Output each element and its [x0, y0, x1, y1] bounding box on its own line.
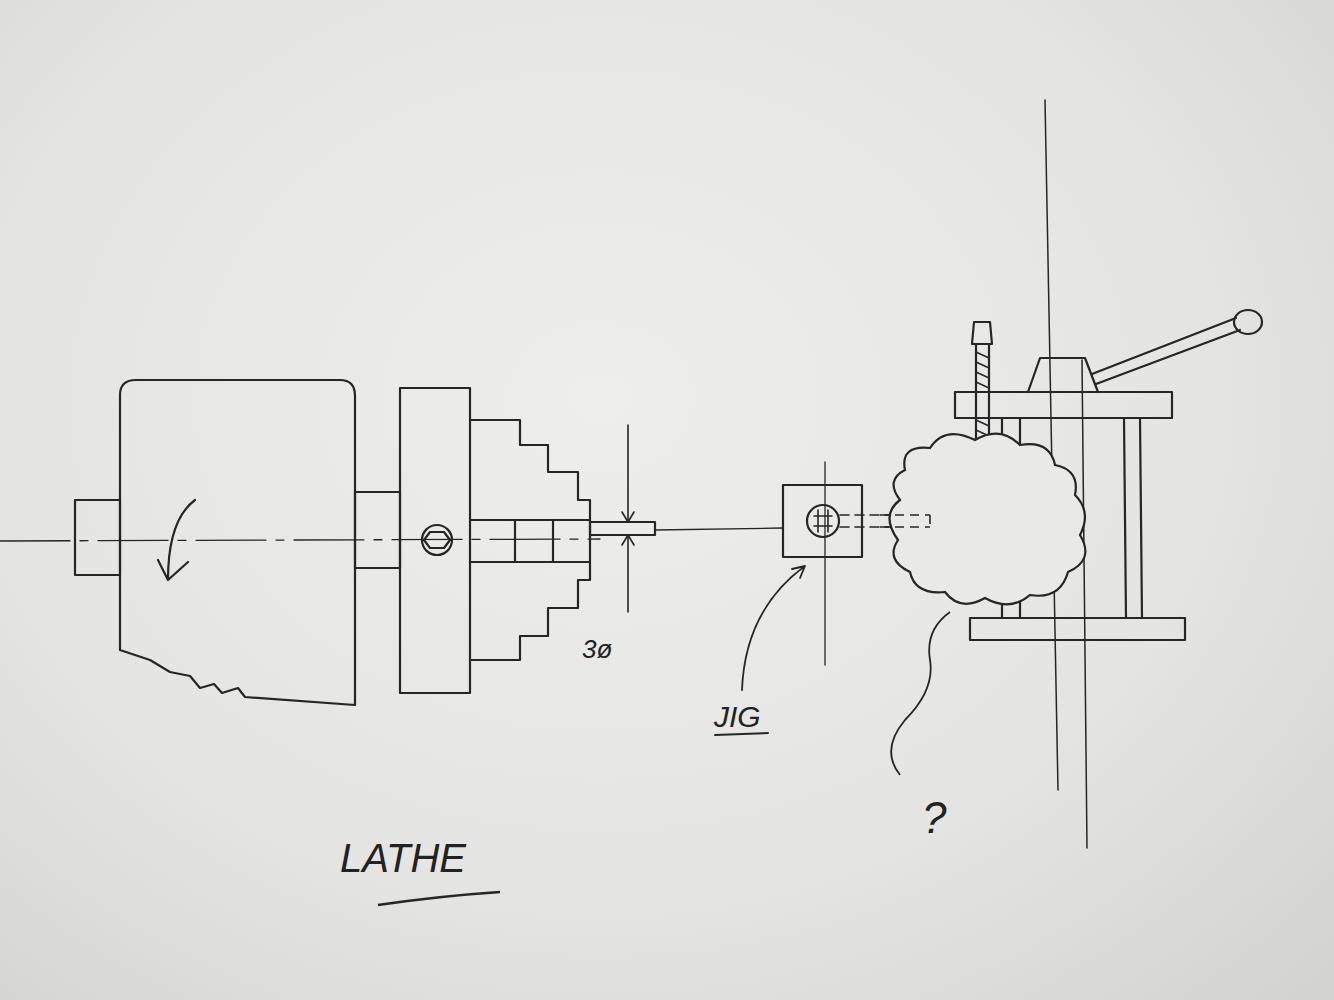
workpiece-holder — [470, 520, 590, 562]
dimension-label: 3ø — [582, 636, 612, 662]
rod — [590, 522, 655, 535]
chuck-body — [400, 388, 470, 693]
centre-line — [0, 539, 600, 541]
chuck-jaws — [470, 420, 590, 660]
jig-block — [783, 485, 862, 557]
underline — [715, 733, 768, 735]
handle-knob — [1234, 310, 1262, 334]
underline — [378, 892, 500, 905]
jig-screw — [814, 510, 832, 532]
part-label: JIG — [714, 702, 761, 732]
dimension-line — [627, 425, 629, 612]
title-label: LATHE — [340, 838, 466, 878]
unknown-part-cloud — [889, 434, 1085, 605]
leader-line — [891, 612, 950, 775]
handle-boss — [1028, 358, 1098, 392]
spindle-end — [75, 500, 120, 575]
headstock — [120, 380, 355, 705]
chuck-key-socket — [422, 525, 452, 555]
rotation-arrow — [158, 500, 195, 580]
hex-socket — [424, 532, 450, 548]
dimension-arrows — [622, 512, 634, 545]
axis-line — [1045, 100, 1058, 790]
centre-line — [655, 528, 782, 530]
jig-hole — [807, 505, 839, 537]
top-plate — [955, 392, 1172, 418]
axis-line — [1082, 360, 1087, 848]
spindle-nose — [355, 492, 400, 568]
leader-line — [742, 566, 805, 690]
jig-centre-line — [824, 462, 825, 665]
hidden-bore — [880, 515, 930, 527]
base-plate — [970, 618, 1185, 640]
screw-head — [972, 322, 992, 344]
handle-lever — [1092, 318, 1240, 384]
question-mark: ? — [922, 796, 946, 840]
